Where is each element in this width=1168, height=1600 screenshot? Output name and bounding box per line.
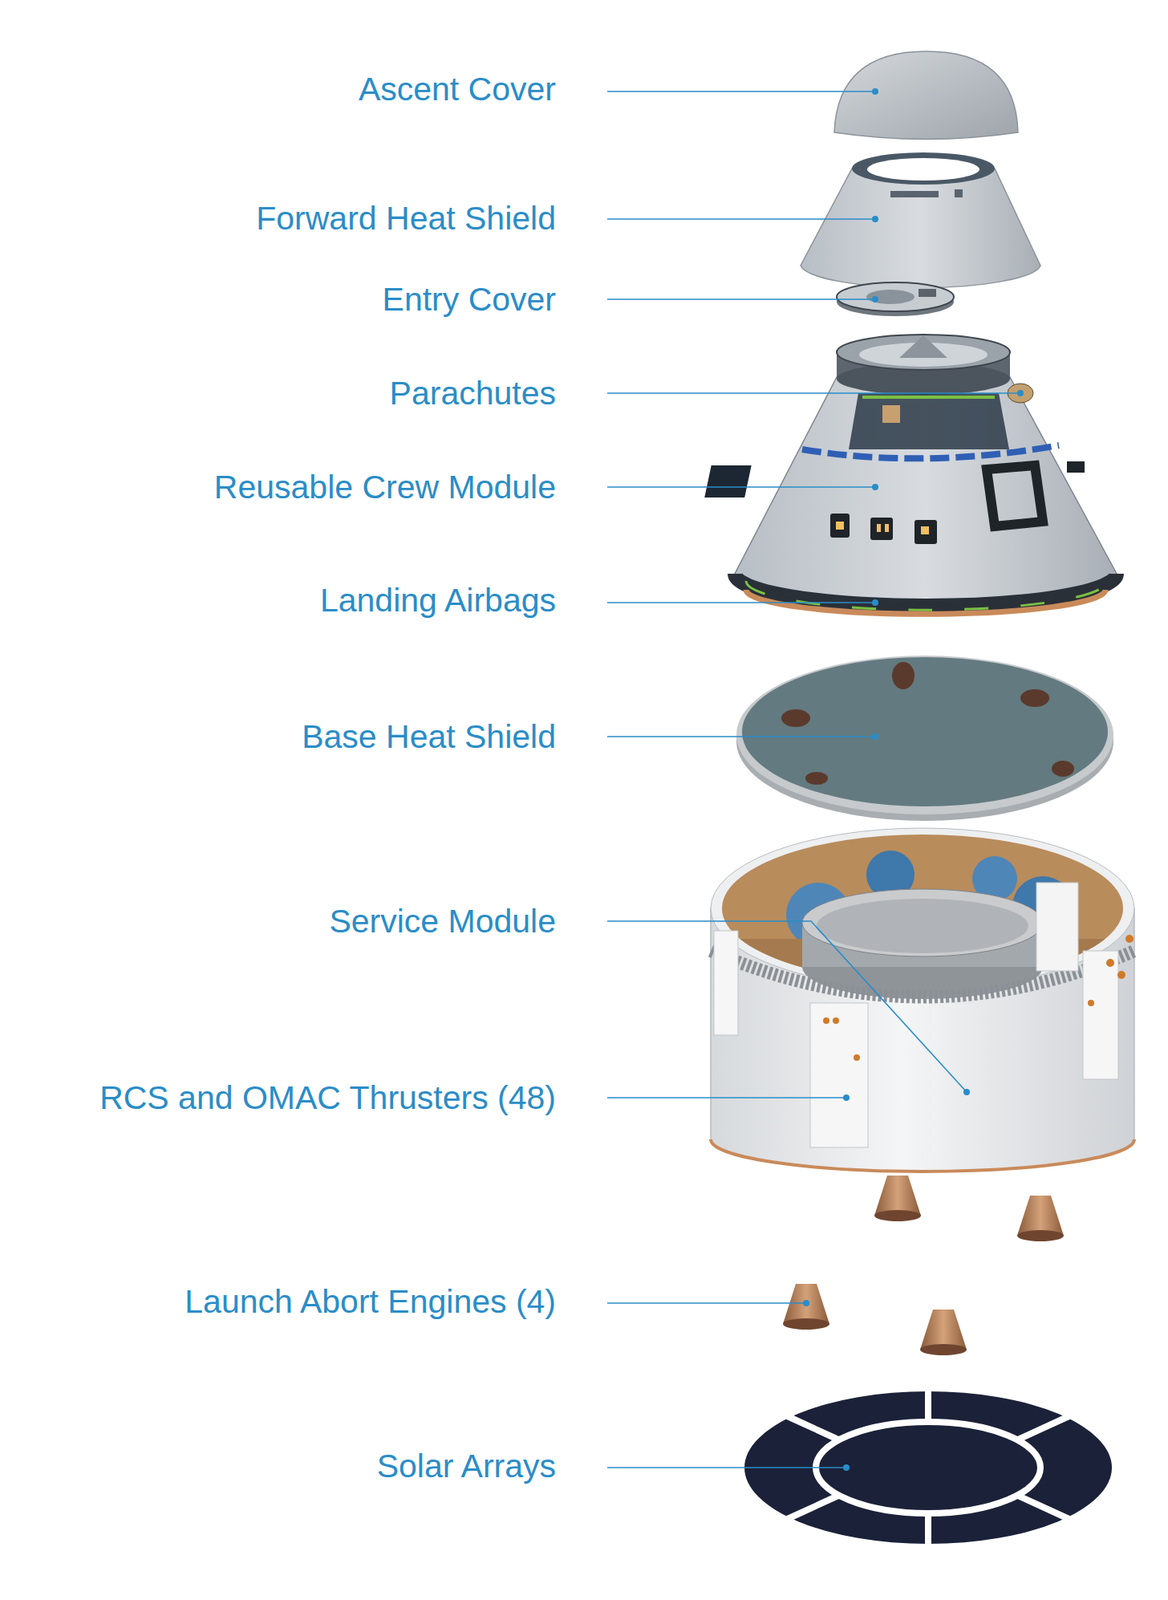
part-label-row: RCS and OMAC Thrusters (48) [0,1077,556,1118]
part-label-row: Forward Heat Shield [0,198,556,239]
part-label: Ascent Cover [358,70,556,108]
part-label: Solar Arrays [377,1447,556,1485]
leader-line [607,218,876,220]
part-label-row: Launch Abort Engines (4) [0,1281,556,1322]
leader-line [607,1096,847,1099]
part-label-row: Base Heat Shield [0,716,556,757]
crew-module [704,334,1117,614]
part-label: Base Heat Shield [301,717,556,755]
forward-heat-shield [800,152,1041,288]
part-label-row: Solar Arrays [0,1445,556,1486]
leader-line [607,486,876,488]
leader-line [607,920,967,1092]
leader-lines [607,91,1021,1468]
leader-line [607,298,876,301]
part-label: Forward Heat Shield [255,199,556,237]
part-label: Launch Abort Engines (4) [184,1282,556,1320]
part-label: Entry Cover [382,280,556,318]
leader-dots [803,88,1024,1471]
part-label-row: Entry Cover [0,279,556,320]
part-label: RCS and OMAC Thrusters (48) [99,1078,556,1116]
part-label-row: Service Module [0,900,556,941]
part-label: Landing Airbags [320,581,556,619]
leader-line [607,1301,807,1304]
part-label-row: Landing Airbags [0,579,556,621]
leader-line [607,90,876,93]
part-label-row: Parachutes [0,373,556,414]
part-label-row: Ascent Cover [0,68,556,110]
part-label: Service Module [328,902,556,940]
leader-line [607,392,1021,394]
part-label: Parachutes [389,374,556,412]
part-label: Reusable Crew Module [214,468,556,506]
leader-line [607,735,876,738]
launch-abort-engines [782,1175,1064,1355]
leader-line [607,601,876,604]
leader-line [607,1466,847,1469]
part-label-row: Reusable Crew Module [0,466,556,507]
ascent-cover [834,51,1018,140]
base-heat-shield [736,655,1114,821]
service-module [705,827,1140,1172]
